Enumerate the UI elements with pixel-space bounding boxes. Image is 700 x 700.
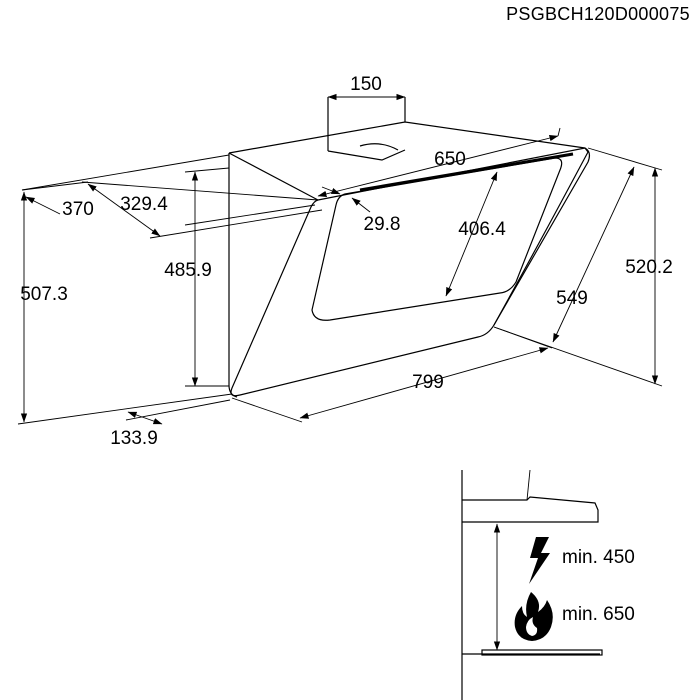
dim-label-duct-width: 150 bbox=[350, 74, 382, 95]
model-code: PSGBCH120D000075 bbox=[506, 4, 690, 24]
dim-label-diagonal-549: 549 bbox=[556, 288, 588, 309]
dim-label-hood-width: 650 bbox=[434, 149, 466, 170]
dim-label-offset-329: 329.4 bbox=[120, 194, 168, 215]
dim-label-bottom-width: 799 bbox=[412, 372, 444, 393]
lightning-icon bbox=[529, 537, 550, 584]
dim-label-height-406: 406.4 bbox=[458, 219, 506, 240]
clearance-diagram bbox=[461, 469, 603, 700]
dim-label-offset-29: 29.8 bbox=[364, 214, 401, 235]
dim-label-depth-bottom: 133.9 bbox=[110, 428, 158, 449]
gas-clearance-label: min. 650 bbox=[562, 604, 635, 625]
dim-label-depth-top: 370 bbox=[62, 199, 94, 220]
electric-clearance-label: min. 450 bbox=[562, 547, 635, 568]
dim-label-height-520: 520.2 bbox=[625, 257, 673, 278]
dimension-lines bbox=[17, 93, 663, 425]
dim-label-height-485: 485.9 bbox=[164, 260, 212, 281]
flame-icon bbox=[514, 592, 553, 641]
dim-label-total-height: 507.3 bbox=[20, 284, 68, 305]
